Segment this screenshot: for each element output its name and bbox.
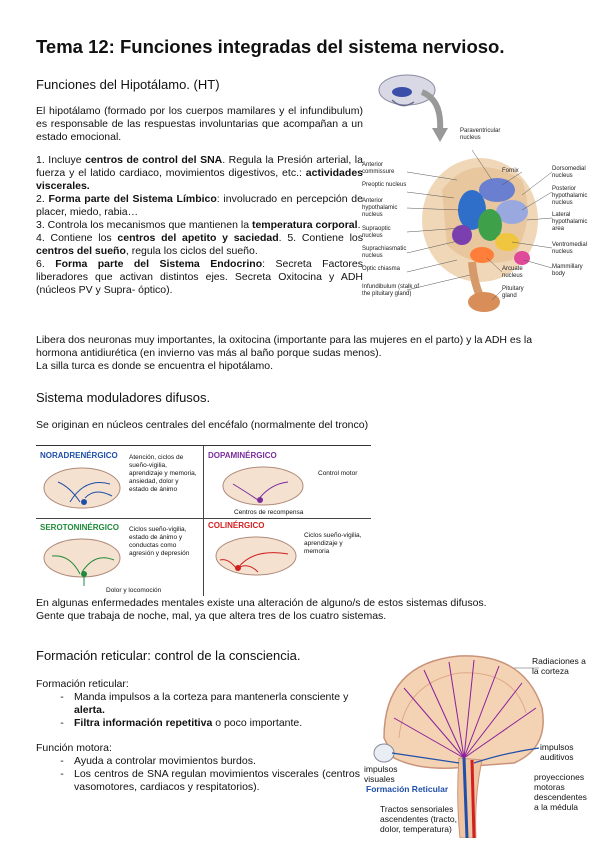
panel-dopaminergic-text: Control motor <box>318 470 358 477</box>
reticular-heading: Formación reticular: control de la consc… <box>36 648 301 663</box>
label-anterior-hypothalamic: Anterior hypothalamic nucleus <box>362 198 398 218</box>
label-anterior-commissure: Anterior commissure <box>362 162 395 175</box>
motor-bullet-2: -Los centros de SNA regulan movimientos … <box>60 768 360 793</box>
hypothalamus-item-3: 3. Controla los mecanismos que mantienen… <box>36 219 361 231</box>
serotonergic-brain-icon <box>43 538 121 586</box>
hypothalamus-notes: Libera dos neuronas muy importantes, la … <box>36 334 566 373</box>
noradrenergic-brain-icon <box>43 467 121 509</box>
label-infundibulum: Infundibulum (stalk of the pituitary gla… <box>362 284 420 297</box>
hypothalamus-intro: El hipotálamo (formado por los cuerpos m… <box>36 105 363 143</box>
panel-serotonergic-title: SEROTONINÉRGICO <box>40 523 119 532</box>
reticular-illustration <box>373 655 544 839</box>
dopaminergic-brain-icon <box>222 466 304 506</box>
label-fornix: Fornix <box>502 168 519 174</box>
label-paraventricular: Paraventricular nucleus <box>460 128 501 141</box>
diffuse-systems-figure: NORADRENÉRGICO Atención, ciclos de sueño… <box>36 445 371 596</box>
label-radiaciones: Radiaciones a la corteza <box>532 656 586 676</box>
hypothalamus-figure: Paraventricular nucleus Anterior commiss… <box>362 70 592 320</box>
motor-bullet-1: -Ayuda a controlar movimientos burdos. <box>60 755 256 767</box>
label-pituitary: Pituitary gland <box>502 286 524 299</box>
label-preoptic: Preoptic nucleus <box>362 182 407 188</box>
label-impulsos-auditivos: impulsos auditivos <box>540 742 574 762</box>
panel-noradrenergic-title: NORADRENÉRGICO <box>40 451 118 460</box>
hypothalamus-item-1: 1. Incluye centros de control del SNA. R… <box>36 154 363 192</box>
diffuse-notes: En algunas enfermedades mentales existe … <box>36 597 576 623</box>
hypothalamus-text: El hipotálamo (formado por los cuerpos m… <box>36 105 363 297</box>
label-arcuate: Arcuate nucleus <box>502 266 523 279</box>
reticular-text: Formación reticular: -Manda impulsos a l… <box>36 678 360 794</box>
label-proyecciones: proyecciones motoras descendentes a la m… <box>534 772 587 812</box>
hypothalamus-item-6: 6. Forma parte del Sistema Endocrino: Se… <box>36 258 363 296</box>
diffuse-note-1: En algunas enfermedades mentales existe … <box>36 597 487 609</box>
diffuse-note-2: Gente que trabaja de noche, mal, ya que … <box>36 610 387 622</box>
panel-cholinergic-text: Ciclos sueño-vigilia, aprendizaje y memo… <box>304 532 362 555</box>
label-impulsos-visuales: impulsos visuales <box>364 764 398 784</box>
label-mammillary: Mammillary body <box>552 264 583 277</box>
panel-serotonergic-extra: Dolor y locomoción <box>106 587 162 594</box>
diffuse-heading: Sistema moduladores difusos. <box>36 390 211 405</box>
hypothalamus-note-2: La silla turca es donde se encuentra el … <box>36 360 273 372</box>
hypothalamus-illustration <box>378 74 553 312</box>
label-ventromedial: Ventromedial nucleus <box>552 242 588 255</box>
label-suprachiasmatic: Suprachiasmatic nucleus <box>362 246 407 259</box>
panel-dopaminergic-title: DOPAMINÉRGICO <box>208 451 277 460</box>
reticular-bullet-1: -Manda impulsos a la corteza para manten… <box>60 691 349 716</box>
hypothalamus-note-1: Libera dos neuronas muy importantes, la … <box>36 334 533 359</box>
reticular-sub1: Formación reticular: <box>36 678 129 690</box>
hypothalamus-item-4: 4. Contiene los centros del apetito y sa… <box>36 232 364 257</box>
panel-noradrenergic-text: Atención, ciclos de sueño-vigilia, apren… <box>129 454 197 493</box>
reticular-figure: Radiaciones a la corteza impulsos auditi… <box>364 648 594 839</box>
label-supraoptic: Supraoptic nucleus <box>362 226 391 239</box>
label-posterior: Posterior hypothalamic nucleus <box>552 186 588 206</box>
reticular-bullet-2: -Filtra información repetitiva o poco im… <box>60 717 303 729</box>
diffuse-intro: Se originan en núcleos centrales del enc… <box>36 419 369 431</box>
label-dorsomedial: Dorsomedial nucleus <box>552 166 586 179</box>
label-lateral: Lateral hypothalamic area <box>552 212 588 232</box>
label-formacion-reticular: Formación Reticular <box>366 784 449 794</box>
reticular-sub2: Función motora: <box>36 742 112 754</box>
panel-serotonergic-text: Ciclos sueño-vigilia, estado de ánimo y … <box>129 526 190 557</box>
cholinergic-brain-icon <box>215 536 297 576</box>
page-title: Tema 12: Funciones integradas del sistem… <box>36 36 505 57</box>
label-tractos: Tractos sensoriales ascendentes (tracto,… <box>380 804 458 834</box>
panel-cholinergic-title: COLINÉRGICO <box>208 521 265 530</box>
hypothalamus-heading: Funciones del Hipotálamo. (HT) <box>36 77 220 92</box>
panel-dopaminergic-extra: Centros de recompensa <box>234 509 304 516</box>
hypothalamus-item-2: 2. Forma parte del Sistema Límbico: invo… <box>36 193 363 218</box>
label-optic-chiasma: Optic chiasma <box>362 266 401 272</box>
